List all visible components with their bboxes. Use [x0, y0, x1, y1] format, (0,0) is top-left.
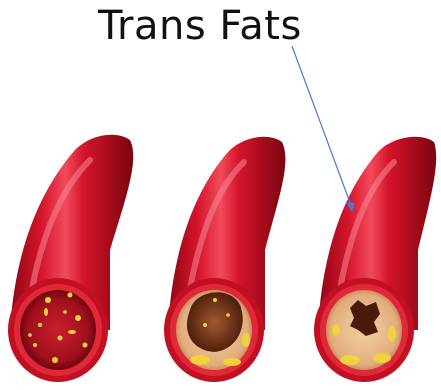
severely-blocked-artery	[314, 137, 436, 382]
title-pointer	[292, 46, 355, 212]
healthy-artery	[8, 135, 133, 382]
partially-blocked-artery	[164, 137, 285, 382]
